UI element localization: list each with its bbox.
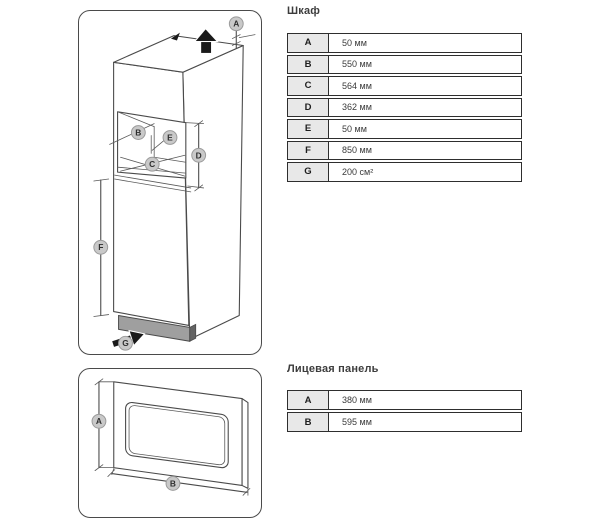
dimension-key: D bbox=[288, 98, 329, 116]
cabinet-diagram: A B E C D F G bbox=[78, 10, 262, 355]
dimension-ticks-B bbox=[107, 468, 251, 496]
label-B-text: B bbox=[135, 128, 141, 138]
plinth-side-return bbox=[189, 323, 197, 342]
leader-line-E bbox=[151, 140, 165, 151]
table-row: D 362 мм bbox=[287, 97, 522, 117]
panel-dimensions-table: A 380 мм B 595 мм bbox=[287, 390, 522, 432]
label-A-text: A bbox=[233, 19, 239, 29]
cabinet-section-title: Шкаф bbox=[287, 5, 321, 17]
table-row: F 850 мм bbox=[287, 140, 522, 160]
back-edge-notch-icon bbox=[170, 32, 180, 41]
niche-sill-line-2 bbox=[114, 178, 192, 193]
table-row: A 50 мм bbox=[287, 33, 522, 53]
window-inner-frame bbox=[128, 405, 226, 466]
cabinet-front-face bbox=[113, 61, 190, 326]
label-A-badge: A bbox=[228, 16, 244, 32]
niche-floor-back-edge bbox=[153, 156, 187, 163]
table-row: C 564 мм bbox=[287, 76, 522, 96]
dimension-value: 362 мм bbox=[342, 102, 372, 113]
dimension-ticks-A bbox=[94, 378, 115, 472]
table-row: B 550 мм bbox=[287, 54, 522, 74]
dimension-key: A bbox=[288, 34, 329, 52]
label-E-badge: E bbox=[162, 130, 178, 145]
table-row: B 595 мм bbox=[287, 412, 522, 432]
label-C-badge: C bbox=[144, 156, 160, 172]
label-D-text: D bbox=[196, 150, 202, 160]
label-A-text: A bbox=[96, 416, 102, 426]
window-outer-frame bbox=[125, 401, 229, 469]
panel-front-face bbox=[113, 381, 243, 486]
ventilation-up-arrow bbox=[193, 27, 219, 54]
label-F-text: F bbox=[98, 242, 103, 252]
dimension-key: C bbox=[288, 77, 329, 95]
dimension-value: 50 мм bbox=[342, 37, 367, 48]
dimension-value: 564 мм bbox=[342, 80, 372, 91]
dimension-value: 850 мм bbox=[342, 145, 372, 156]
dimension-key: F bbox=[288, 141, 329, 159]
dimension-value: 595 мм bbox=[342, 417, 372, 427]
label-E-text: E bbox=[167, 132, 173, 142]
cabinet-dimensions-table: A 50 мм B 550 мм C 564 мм D 362 мм E 50 … bbox=[287, 33, 522, 182]
panel-window-recess bbox=[125, 401, 229, 469]
label-G-text: G bbox=[122, 338, 129, 348]
dimension-key: G bbox=[288, 163, 329, 181]
label-B-badge: B bbox=[130, 125, 146, 140]
dimension-ext-D bbox=[185, 122, 205, 189]
dimension-value: 380 мм bbox=[342, 395, 372, 405]
label-G-badge: G bbox=[118, 335, 133, 351]
label-A-badge: A bbox=[91, 413, 107, 429]
label-D-badge: D bbox=[191, 147, 207, 163]
dimension-value: 550 мм bbox=[342, 59, 372, 70]
front-panel-drawing: A B bbox=[91, 378, 251, 496]
dimension-ticks-A-gap bbox=[231, 34, 256, 46]
dimension-value: 200 см² bbox=[342, 166, 374, 177]
dimension-key: E bbox=[288, 120, 329, 138]
dimension-key: B bbox=[288, 55, 329, 73]
niche-left-wall-top-edge bbox=[117, 111, 155, 128]
cabinet-diagram-drawing: A B E C D F G bbox=[93, 16, 256, 351]
dimension-key: B bbox=[288, 413, 329, 431]
label-B-badge: B bbox=[165, 476, 181, 491]
dimension-key: A bbox=[288, 391, 329, 409]
panel-section-title: Лицевая панель bbox=[287, 363, 379, 375]
label-C-text: C bbox=[149, 159, 155, 169]
label-F-badge: F bbox=[93, 239, 109, 255]
panel-thickness-edge bbox=[241, 398, 249, 489]
front-panel-diagram: A B bbox=[78, 368, 262, 518]
table-row: E 50 мм bbox=[287, 119, 522, 139]
dimension-ticks-F bbox=[93, 178, 110, 317]
cabinet-side-face bbox=[182, 44, 244, 340]
table-row: G 200 см² bbox=[287, 162, 522, 182]
dimension-value: 50 мм bbox=[342, 123, 367, 134]
table-row: A 380 мм bbox=[287, 390, 522, 410]
niche-sill-line-1 bbox=[114, 174, 192, 189]
label-B-text: B bbox=[170, 478, 176, 488]
dimension-ticks-D bbox=[194, 120, 204, 192]
